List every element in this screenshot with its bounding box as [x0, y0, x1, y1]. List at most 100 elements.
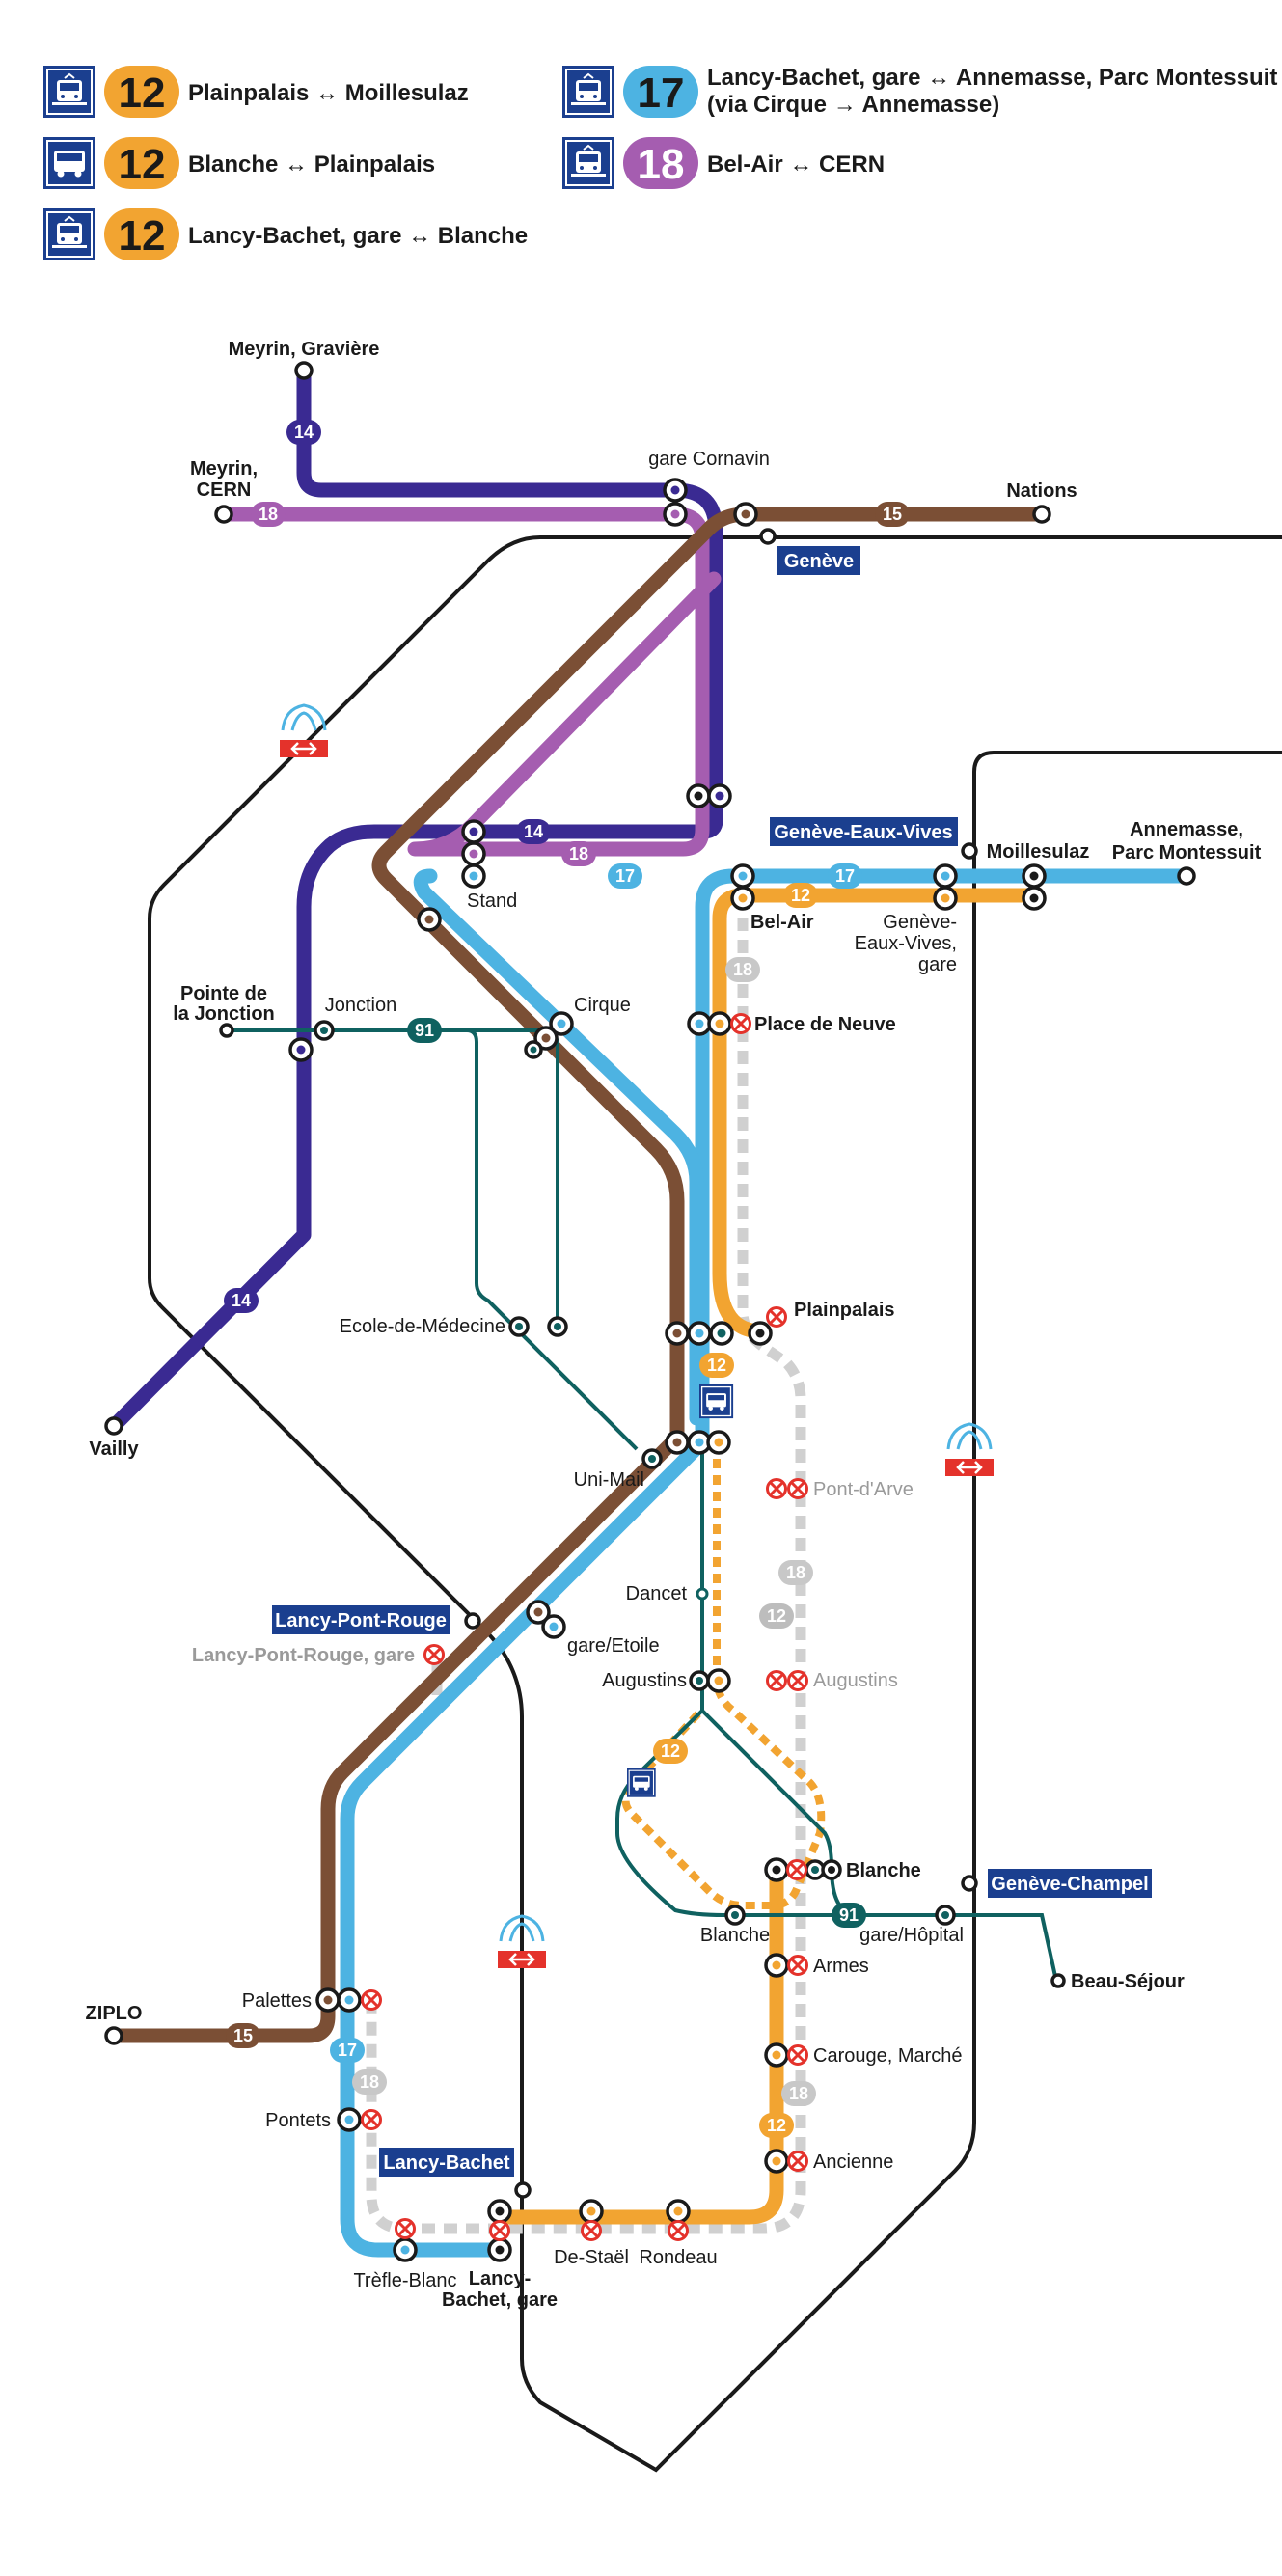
label-armes: Armes: [813, 1956, 869, 1977]
label-rondeau: Rondeau: [639, 2247, 717, 2268]
badge-18-stand: 18: [561, 841, 596, 866]
badge-12-bus: 12: [653, 1739, 688, 1764]
line-badges: 14 18 15 14 18 17 17 12 18 91 14 12 18 1…: [224, 420, 910, 2138]
label-eaux-vives-gare: Genève-: [883, 912, 957, 933]
badge-18-disabled-arve: 18: [778, 1560, 813, 1585]
badge-12-disabled-arve: 12: [759, 1603, 794, 1629]
closed-stop-icon: [766, 1670, 787, 1691]
label-pointe-jonction: Pointe de: [180, 983, 267, 1004]
stop-labels: Meyrin, Gravière Meyrin, CERN gare Corna…: [86, 339, 1262, 2311]
svg-text:12: 12: [791, 886, 810, 905]
label-ziplo: ZIPLO: [86, 2003, 143, 2024]
stop-meyrin-cern: [214, 505, 233, 524]
label-pont-rouge-gare: Lancy-Pont-Rouge, gare: [192, 1645, 415, 1666]
label-augustins: Augustins: [602, 1670, 687, 1691]
closed-stop-icon: [787, 2044, 808, 2066]
tram-icon: [42, 65, 96, 119]
badge-12-uni: 12: [699, 1353, 734, 1378]
label-jonction: Jonction: [325, 995, 397, 1016]
svg-text:91: 91: [839, 1905, 859, 1925]
closed-stop-icon: [787, 2151, 808, 2172]
legend-line-badge: 12: [119, 141, 166, 188]
svg-text:18: 18: [733, 960, 752, 979]
legend-item-12-blanche-plainpalais: 12 Blanche ↔ Plainpalais: [42, 136, 435, 190]
closed-stop-icon: [361, 1989, 382, 2011]
svg-text:17: 17: [835, 866, 855, 886]
svg-text:Lancy-Bachet: Lancy-Bachet: [383, 2152, 509, 2174]
line-18: [216, 507, 722, 857]
label-ecole-medecine: Ecole-de-Médecine: [340, 1316, 505, 1337]
badge-12-bel-air: 12: [783, 883, 818, 908]
legend-text-2: (via Cirque → Annemasse): [707, 92, 999, 118]
badge-17-stand: 17: [608, 863, 642, 889]
label-bachet-gare: Lancy-: [469, 2268, 531, 2289]
train-icon: [278, 703, 330, 759]
closed-stop-icon: [766, 1478, 787, 1499]
label-ancienne: Ancienne: [813, 2151, 893, 2173]
stop-vailly: [104, 1416, 123, 1436]
line-17: [340, 868, 1194, 2258]
legend-line-badge: 18: [638, 141, 685, 188]
label-blanche-91: Blanche: [700, 1925, 770, 1946]
legend-text: Blanche ↔ Plainpalais: [188, 151, 435, 178]
svg-text:14: 14: [524, 822, 543, 841]
label-de-stael: De-Staël: [554, 2247, 629, 2268]
label-meyrin-cern: Meyrin,: [190, 458, 258, 480]
svg-text:la Jonction: la Jonction: [173, 1003, 275, 1025]
closed-stop-icon: [489, 2220, 510, 2241]
stops: [104, 361, 1196, 2262]
closed-stop-icon: [668, 2220, 689, 2241]
svg-text:18: 18: [569, 844, 588, 863]
svg-text:91: 91: [415, 1021, 434, 1040]
svg-text:Genève-Champel: Genève-Champel: [991, 1874, 1148, 1895]
closed-stop-icon: [786, 1859, 807, 1880]
svg-text:Parc Montessuit: Parc Montessuit: [1112, 842, 1262, 863]
stop-pointe-jonction: [219, 1023, 234, 1038]
label-nations: Nations: [1006, 480, 1077, 502]
badge-18-cern: 18: [251, 502, 286, 527]
badge-12-ancienne: 12: [759, 2113, 794, 2138]
label-gare-hopital: gare/Hôpital: [859, 1925, 964, 1946]
badge-91-jonction: 91: [407, 1018, 442, 1043]
legend-item-12-bachet-blanche: 12 Lancy-Bachet, gare ↔ Blanche: [42, 207, 528, 261]
line-15: [106, 507, 1050, 2043]
svg-text:12: 12: [767, 2116, 786, 2135]
station-box-eaux-vives: Genève-Eaux-Vives: [770, 817, 958, 846]
label-dancet: Dancet: [626, 1583, 688, 1604]
label-pont-arve: Pont-d'Arve: [813, 1479, 914, 1500]
closed-stop-icon: [361, 2109, 382, 2130]
svg-text:14: 14: [232, 1291, 251, 1310]
station-boxes: Genève Genève-Eaux-Vives Lancy-Pont-Roug…: [272, 546, 1152, 2177]
svg-text:Genève: Genève: [784, 551, 854, 572]
label-augustins-closed: Augustins: [813, 1670, 898, 1691]
svg-text:15: 15: [233, 2026, 253, 2045]
label-trefle-blanc: Trèfle-Blanc: [353, 2270, 456, 2291]
badge-15-ziplo: 15: [226, 2023, 260, 2048]
closed-stop-icon: [787, 1670, 808, 1691]
closed-stop-icon: [581, 2220, 602, 2241]
label-stand: Stand: [467, 891, 517, 912]
legend-item-17: 17 Lancy-Bachet, gare ↔ Annemasse, Parc …: [561, 65, 1277, 119]
station-box-pont-rouge: Lancy-Pont-Rouge: [272, 1605, 450, 1634]
svg-text:18: 18: [259, 505, 278, 524]
stop-beau-sejour: [1050, 1973, 1066, 1988]
legend-item-18: 18 Bel-Air ↔ CERN: [561, 136, 885, 190]
tram-icon: [42, 207, 96, 261]
line-12-bus-segment: [621, 1442, 826, 1909]
svg-text:17: 17: [615, 866, 635, 886]
label-palettes: Palettes: [242, 1990, 312, 2012]
svg-text:Bachet, gare: Bachet, gare: [442, 2289, 558, 2311]
badge-14-stand: 14: [516, 819, 551, 844]
label-gare-etoile: gare/Etoile: [567, 1635, 660, 1657]
closed-stop-icon: [787, 1478, 808, 1499]
label-annemasse: Annemasse,: [1130, 819, 1243, 840]
legend-text: Lancy-Bachet, gare ↔ Blanche: [188, 223, 528, 249]
railway-main: [148, 535, 1282, 2473]
label-vailly: Vailly: [89, 1439, 139, 1460]
stop-annemasse: [1177, 866, 1196, 886]
label-uni-mail: Uni-Mail: [574, 1469, 644, 1491]
badge-91-hopital: 91: [832, 1903, 866, 1928]
label-pontets: Pontets: [265, 2110, 331, 2131]
legend-line-badge: 12: [119, 212, 166, 260]
label-plainpalais: Plainpalais: [794, 1300, 895, 1321]
